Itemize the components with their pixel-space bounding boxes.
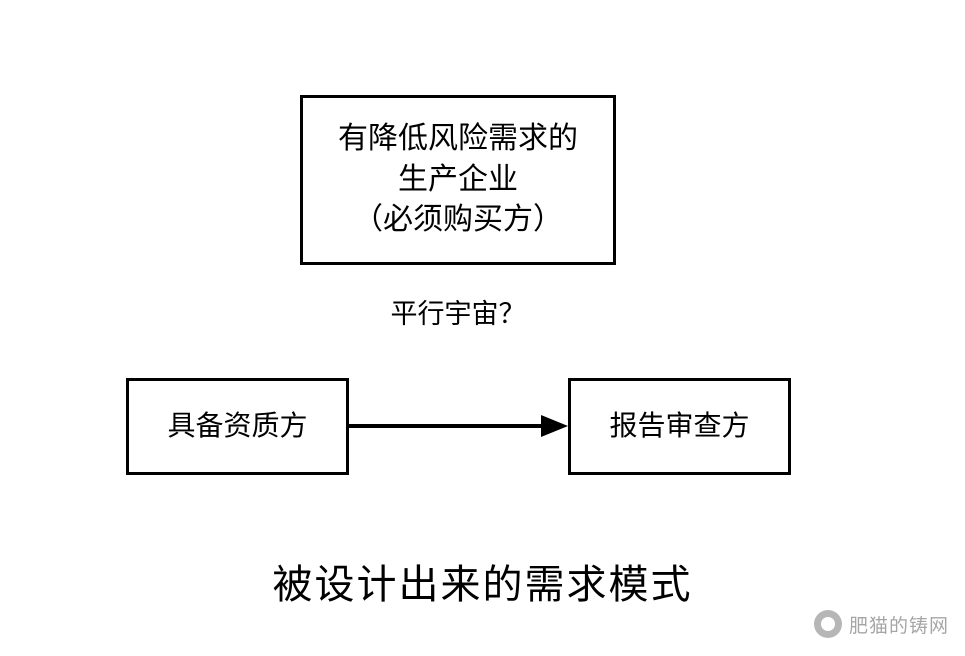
page-title: 被设计出来的需求模式 xyxy=(272,562,693,607)
node-qualified-party: 具备资质方 xyxy=(126,378,349,475)
node-qualified-party-label: 具备资质方 xyxy=(167,410,308,442)
arrow-icon-qualified-to-reviewer xyxy=(349,415,568,437)
node-producer-line-1: 有降低风险需求的 xyxy=(338,122,578,156)
node-producer-line-3: （必须购买方） xyxy=(353,203,563,237)
node-producer-line-2: 生产企业 xyxy=(398,162,518,196)
watermark: 肥猫的铸网 xyxy=(813,610,949,638)
node-producer: 有降低风险需求的 生产企业 （必须购买方） xyxy=(300,95,616,265)
label-parallel-universe: 平行宇宙？ xyxy=(390,299,526,329)
watermark-label: 肥猫的铸网 xyxy=(848,615,949,637)
node-report-reviewer-label: 报告审查方 xyxy=(609,410,750,442)
node-report-reviewer: 报告审查方 xyxy=(568,378,791,475)
watermark-logo-icon xyxy=(813,610,842,638)
